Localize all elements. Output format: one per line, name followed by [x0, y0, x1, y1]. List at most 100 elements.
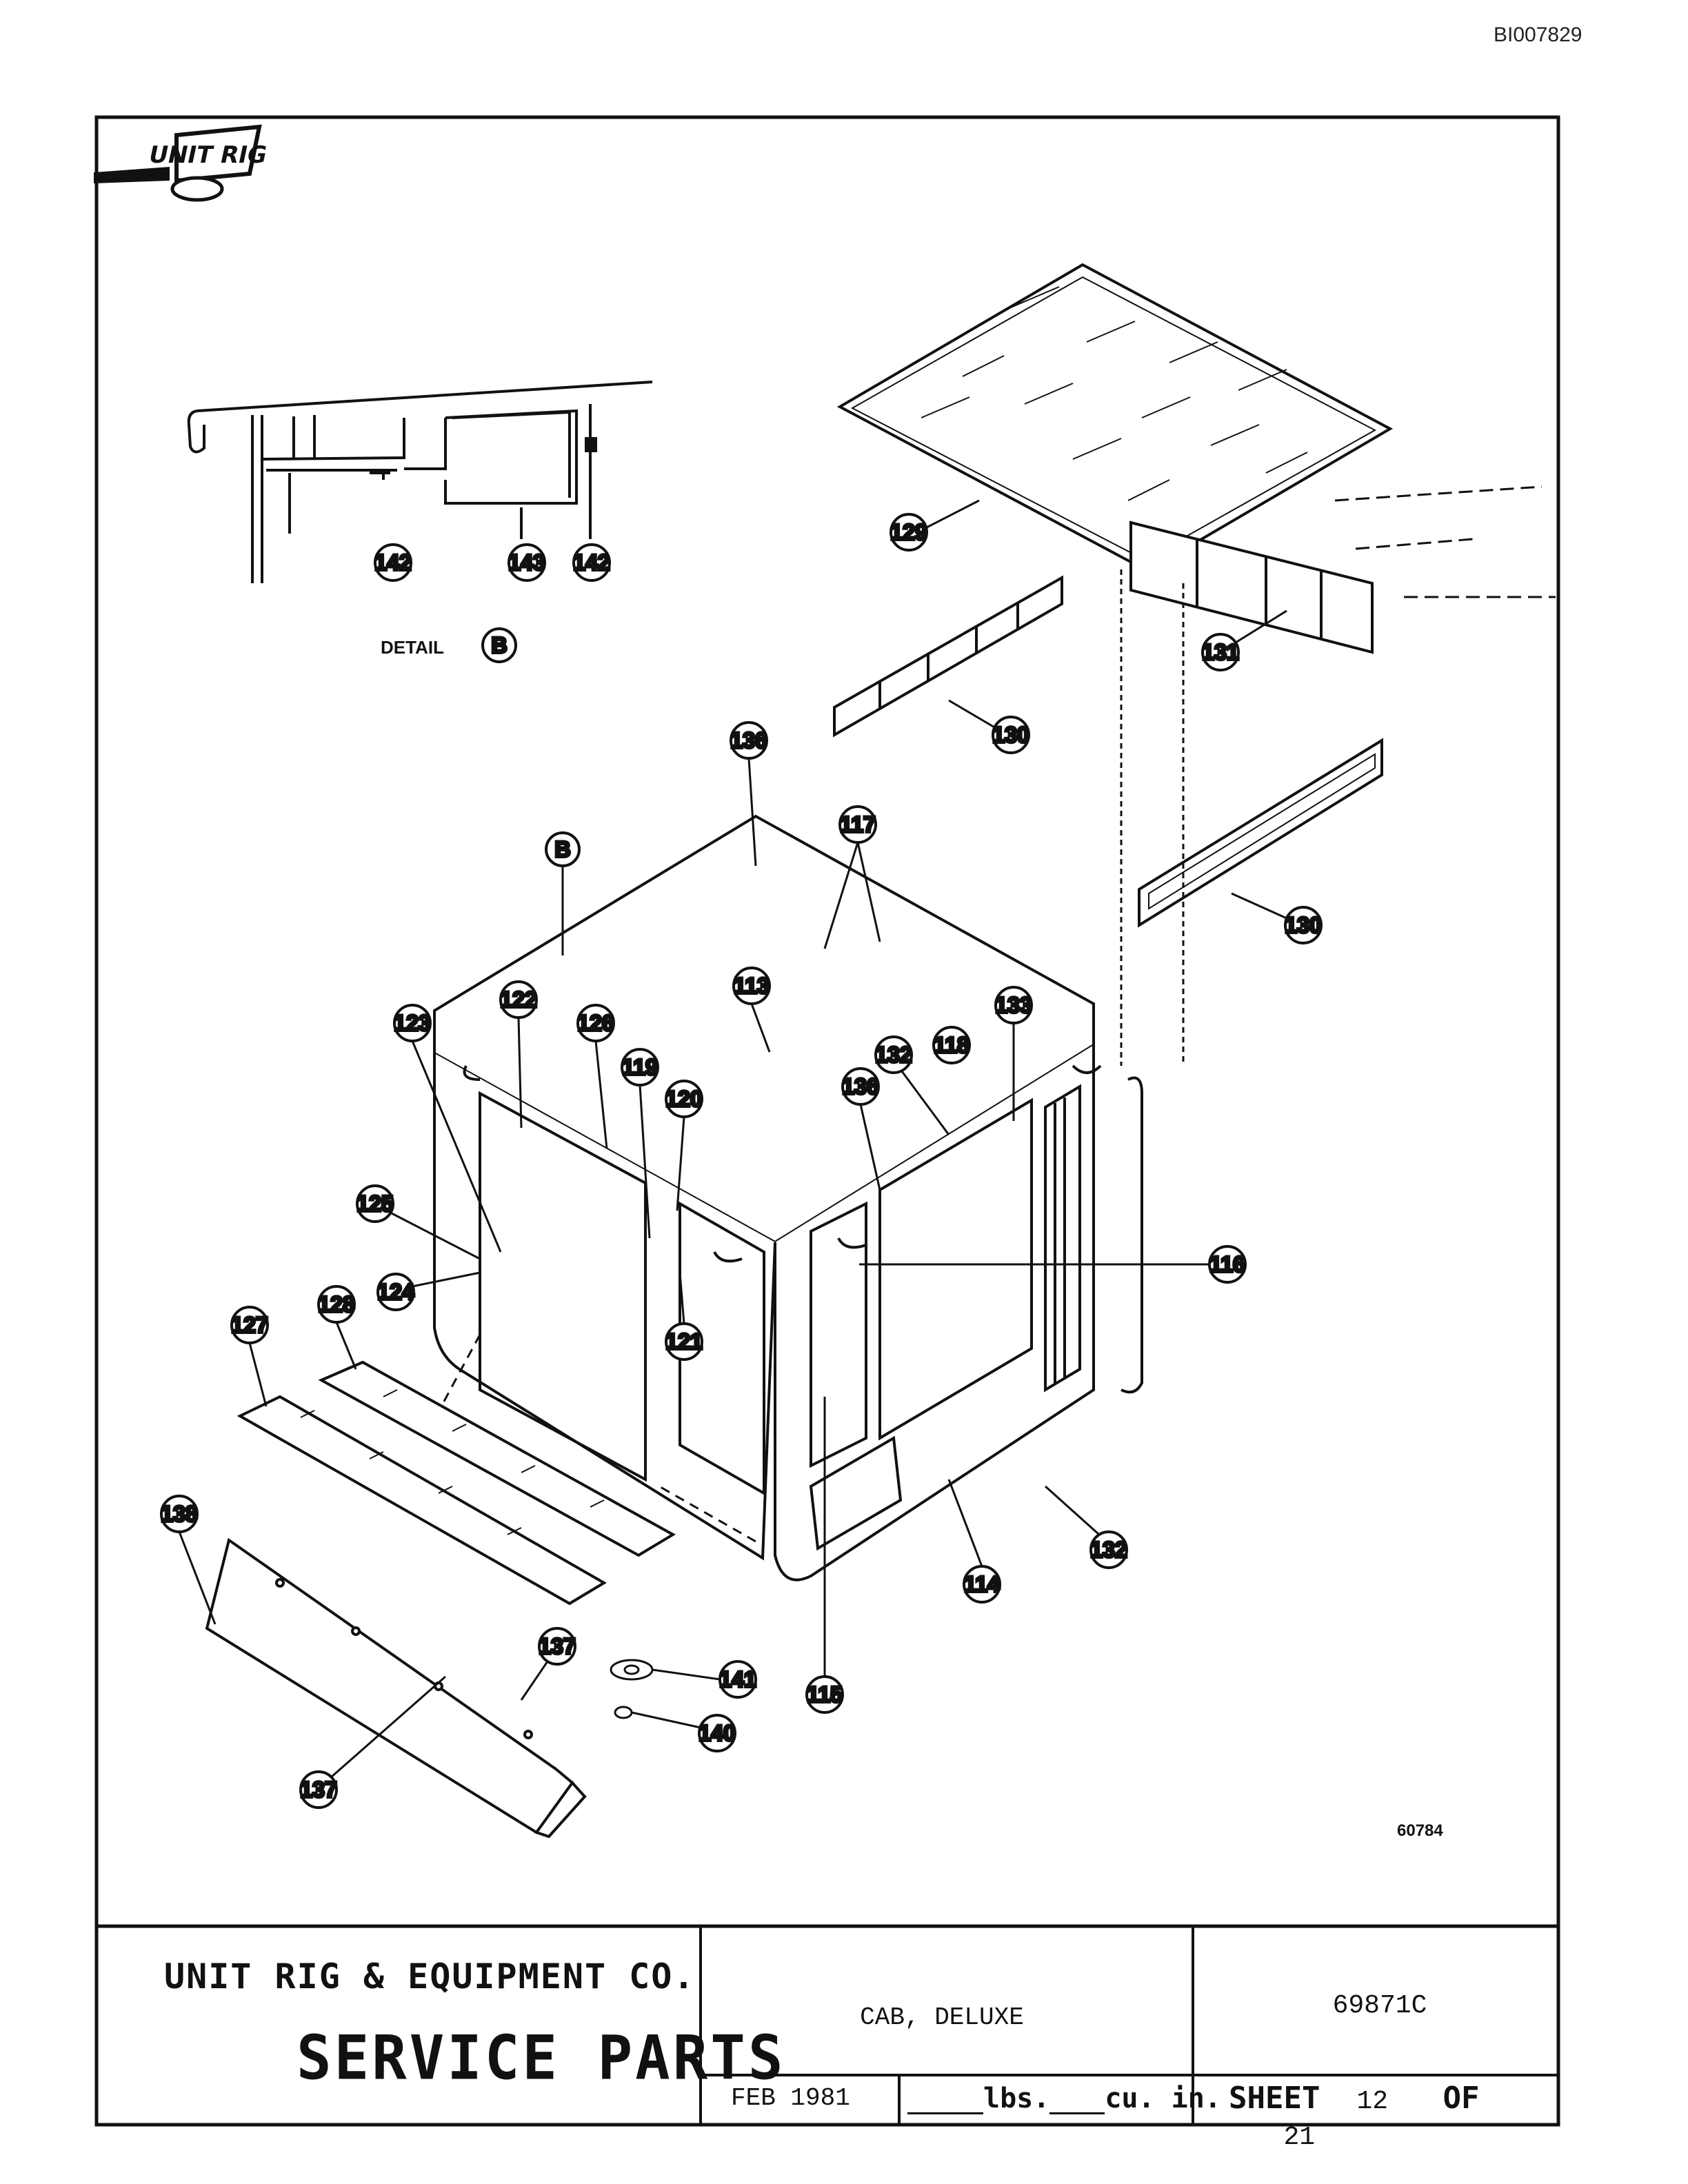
- callout-129: 129: [889, 513, 929, 552]
- callout-141: 141: [718, 1660, 758, 1699]
- callout-114: 114: [963, 1565, 1001, 1604]
- callout-117: 117: [838, 805, 877, 844]
- callout-142-a: 142: [373, 543, 413, 582]
- svg-text:124: 124: [377, 1280, 414, 1304]
- sheet-number: 12: [1356, 2087, 1389, 2116]
- cuin-label: cu. in.: [1105, 2083, 1221, 2114]
- svg-text:113: 113: [734, 973, 770, 998]
- callout-139: 138: [159, 1495, 199, 1533]
- svg-text:114: 114: [964, 1572, 1000, 1597]
- callout-118: 118: [932, 1026, 971, 1064]
- svg-text:136: 136: [730, 728, 767, 753]
- document-id: BI007829: [1494, 23, 1582, 46]
- sheet-counter: SHEET 12 OF 21: [1229, 2081, 1561, 2152]
- callout-134: 133: [994, 986, 1034, 1024]
- callout-115: 115: [805, 1675, 844, 1714]
- callout-130-b: 130: [1283, 906, 1323, 944]
- svg-text:140: 140: [699, 1721, 735, 1746]
- svg-text:132: 132: [1090, 1537, 1127, 1562]
- svg-text:127: 127: [231, 1313, 268, 1337]
- callout-120: 120: [664, 1080, 704, 1118]
- company-name: UNIT RIG & EQUIPMENT CO.: [164, 1957, 696, 1996]
- svg-text:115: 115: [807, 1682, 843, 1707]
- weight-volume-fields: lbs. cu. in.: [907, 2083, 1221, 2114]
- callout-119: 119: [621, 1048, 659, 1086]
- callout-125: 125: [355, 1184, 395, 1223]
- callout-138: 137: [537, 1627, 577, 1666]
- service-parts-label: SERVICE PARTS: [297, 2022, 786, 2094]
- callout-132: 132: [874, 1035, 914, 1074]
- svg-text:126: 126: [577, 1011, 614, 1035]
- callout-113: 113: [732, 967, 771, 1005]
- svg-text:120: 120: [665, 1086, 702, 1111]
- volume-blank: [1049, 2087, 1105, 2114]
- callout-b: B: [545, 831, 581, 867]
- svg-text:121: 121: [665, 1329, 702, 1354]
- callout-126: 126: [576, 1004, 616, 1042]
- callout-135: 136: [729, 721, 769, 760]
- svg-text:131: 131: [1202, 640, 1238, 665]
- callout-128: 128: [316, 1285, 356, 1324]
- weight-blank: [907, 2087, 983, 2114]
- callout-131: 131: [1200, 633, 1240, 671]
- svg-text:119: 119: [622, 1055, 658, 1080]
- svg-text:133: 133: [995, 993, 1032, 1018]
- of-label: OF: [1443, 2081, 1480, 2116]
- svg-text:130: 130: [1285, 913, 1321, 938]
- detail-b-section: [187, 381, 653, 583]
- svg-text:137: 137: [539, 1634, 575, 1659]
- hardware-parts: [610, 1659, 654, 1719]
- svg-text:122: 122: [500, 987, 536, 1012]
- callout-136: 136: [841, 1067, 881, 1106]
- leader-lines: [178, 485, 1556, 1779]
- callout-133: 132: [1089, 1530, 1129, 1569]
- drawing-title: CAB, DELUXE: [860, 2003, 1024, 2032]
- callout-121: 121: [664, 1322, 704, 1361]
- svg-text:143: 143: [508, 550, 545, 575]
- svg-text:137: 137: [300, 1777, 336, 1802]
- svg-text:UNIT RIG: UNIT RIG: [146, 141, 270, 169]
- callout-127: 127: [230, 1306, 270, 1344]
- svg-text:116: 116: [1209, 1252, 1245, 1277]
- lbs-label: lbs.: [983, 2083, 1050, 2114]
- svg-text:141: 141: [719, 1667, 756, 1692]
- exploded-view-drawing: 129 131 130 130 142 143 142 B B 136 117 …: [94, 115, 1560, 2127]
- issue-date: FEB 1981: [731, 2084, 850, 2112]
- callout-124: 124: [376, 1273, 416, 1311]
- callout-122: 122: [499, 980, 539, 1019]
- callout-137: 137: [299, 1770, 339, 1809]
- svg-text:123: 123: [394, 1011, 430, 1035]
- part-number: 69871C: [1332, 1991, 1427, 2021]
- roof-panel: [836, 263, 1394, 573]
- callout-116: 116: [1208, 1245, 1247, 1284]
- svg-text:B: B: [554, 837, 570, 862]
- floor-mats: [237, 1360, 676, 1606]
- unit-rig-logo: UNIT RIG: [94, 124, 270, 202]
- callout-140: 140: [697, 1714, 737, 1752]
- svg-text:142: 142: [374, 550, 411, 575]
- callout-123: 123: [392, 1004, 432, 1042]
- callout-130-a: 130: [991, 716, 1031, 754]
- callout-143: 143: [507, 543, 547, 582]
- svg-text:129: 129: [890, 520, 927, 545]
- detail-label: DETAIL: [381, 637, 444, 658]
- svg-text:132: 132: [875, 1042, 912, 1067]
- svg-text:118: 118: [934, 1033, 969, 1058]
- drawing-sheet: 129 131 130 130 142 143 142 B B 136 117 …: [94, 114, 1561, 2152]
- sheet-total: 21: [1283, 2123, 1316, 2152]
- svg-text:125: 125: [356, 1191, 393, 1216]
- svg-text:138: 138: [161, 1502, 197, 1526]
- drawing-number: 60784: [1397, 1821, 1443, 1840]
- callout-detail-b: B: [481, 627, 517, 663]
- callout-142-b: 142: [572, 543, 612, 582]
- sheet-border: [94, 115, 1560, 2127]
- svg-text:128: 128: [318, 1292, 354, 1317]
- svg-text:130: 130: [992, 722, 1029, 747]
- sheet-label: SHEET: [1229, 2081, 1320, 2116]
- svg-text:B: B: [491, 633, 507, 658]
- cab-body: [430, 814, 1143, 1581]
- trim-strips: [833, 520, 1383, 928]
- svg-text:142: 142: [573, 550, 610, 575]
- svg-text:117: 117: [840, 812, 876, 837]
- svg-text:136: 136: [842, 1074, 878, 1099]
